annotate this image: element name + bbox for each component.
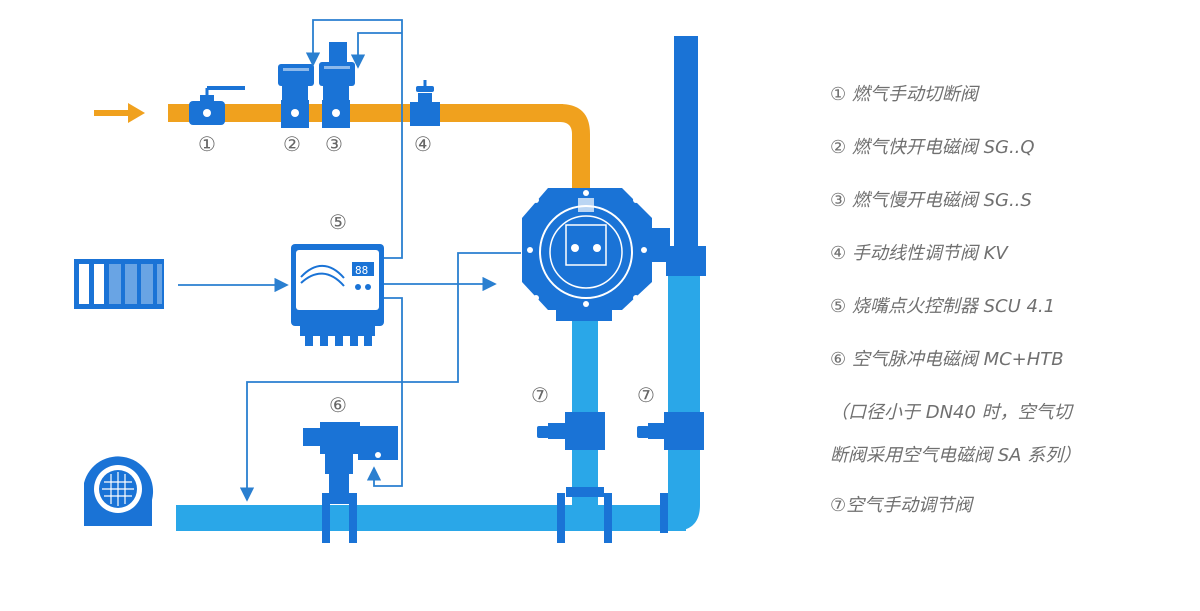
label-number-1: ① [198, 132, 216, 156]
label-number-5: ⑤ [329, 210, 347, 234]
burner-assembly [522, 188, 652, 321]
air-manual-regulating-valve-1 [537, 412, 605, 450]
gas-manual-regulating-valve [410, 80, 440, 126]
label-number-7a: ⑦ [531, 383, 549, 407]
air-pulse-solenoid-valve [303, 422, 398, 504]
legend-item-7: ⑦空气手动调节阀 [830, 495, 973, 516]
legend-item-2: ② 燃气快开电磁阀 SG..Q [830, 137, 1035, 158]
plc-controller-module [74, 259, 164, 309]
gas-quick-open-solenoid-valve [278, 64, 314, 128]
gas-pipeline [94, 103, 590, 190]
air-pipeline [176, 268, 700, 531]
legend-item-6: ⑥ 空气脉冲电磁阀 MC+HTB [830, 349, 1064, 370]
air-pipe-flanges [322, 487, 668, 543]
gas-manual-shutoff-valve [189, 86, 245, 125]
label-number-6: ⑥ [329, 393, 347, 417]
legend-item-6-note-line-2: 断阀采用空气电磁阀 SA 系列） [830, 445, 1082, 466]
gas-slow-open-solenoid-valve [319, 42, 355, 128]
label-number-7b: ⑦ [637, 383, 655, 407]
combustion-air-blower [84, 456, 154, 526]
label-number-3: ③ [325, 132, 343, 156]
legend-item-1: ① 燃气手动切断阀 [830, 84, 978, 105]
legend-item-5: ⑤ 烧嘴点火控制器 SCU 4.1 [830, 296, 1056, 317]
label-number-2: ② [283, 132, 301, 156]
burner-ignition-controller: 88 [291, 244, 384, 346]
legend-item-3: ③ 燃气慢开电磁阀 SG..S [830, 190, 1032, 211]
air-manual-regulating-valve-2 [637, 412, 704, 450]
gas-flow-arrow [128, 103, 145, 123]
exhaust-stack [650, 36, 706, 276]
legend-item-4: ④ 手动线性调节阀 KV [830, 243, 1008, 264]
legend-item-6-note-line-1: （口径小于 DN40 时，空气切 [830, 402, 1072, 423]
control-signal-lines [178, 19, 521, 502]
controller-display-readout: 88 [355, 264, 368, 277]
label-number-4: ④ [414, 132, 432, 156]
